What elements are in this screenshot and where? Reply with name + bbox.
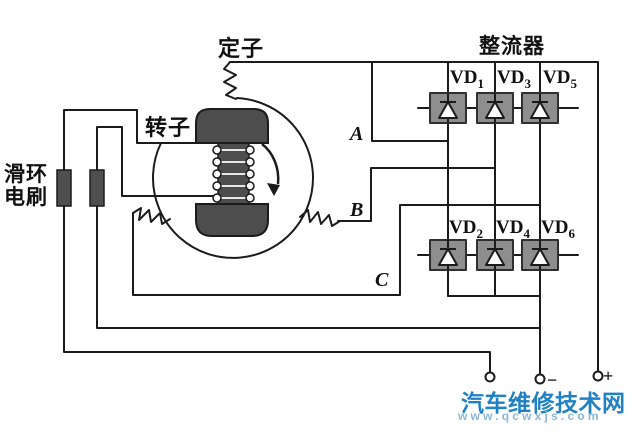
- diode-vd3-symbol: [476, 92, 514, 124]
- terminal-negative: [534, 373, 546, 385]
- diode-vd5-label: VD5: [543, 67, 577, 91]
- slip-ring-brush-label: 滑环电刷: [4, 163, 48, 209]
- wire-brush-right-to-rotor: [96, 126, 222, 197]
- negative-terminal-label: −: [547, 370, 558, 390]
- terminal-positive: [592, 370, 604, 382]
- stator-coil-a-zigzag: [223, 61, 237, 100]
- diode-vd2-symbol: [429, 239, 467, 271]
- rectifier-label: 整流器: [479, 34, 545, 58]
- brush-right: [89, 169, 105, 207]
- wire-phase-b: [337, 167, 496, 222]
- terminal-field: [484, 371, 496, 383]
- rotor-top-cap: [195, 108, 269, 144]
- diode-vd6-symbol: [521, 239, 559, 271]
- diode-vd1-symbol: [429, 92, 467, 124]
- rectifier-diodes: [429, 92, 559, 271]
- wire-brush-right-to-negative: [96, 205, 541, 329]
- rotation-arrow: [261, 143, 280, 196]
- stator-coil-c-zigzag: [132, 207, 171, 225]
- wire-top-bus: [229, 61, 599, 372]
- wire-phase-c: [132, 204, 541, 296]
- wire-brush-left-to-rotor: [63, 109, 222, 172]
- phase-b-label: B: [350, 199, 364, 221]
- watermark-site-url: www.qcwxjs.com: [458, 409, 602, 423]
- phase-a-label: A: [350, 123, 364, 145]
- diode-vd3-label: VD3: [497, 67, 531, 91]
- diode-vd6-label: VD6: [541, 217, 575, 241]
- stator-label: 定子: [218, 36, 265, 61]
- wire-brush-left-to-field-terminal: [63, 205, 491, 373]
- brush-label: 电刷: [4, 185, 48, 209]
- diode-vd2-label: VD2: [449, 217, 483, 241]
- rotor-assembly: [195, 108, 269, 237]
- rotor-label: 转子: [145, 115, 192, 140]
- stator-circle: [151, 97, 314, 259]
- diode-vd4-symbol: [476, 239, 514, 271]
- rotor-bottom-cap: [195, 203, 269, 237]
- stator-coil-b-zigzag: [299, 209, 341, 227]
- diode-vd5-symbol: [521, 92, 559, 124]
- slip-ring-label: 滑环: [4, 162, 48, 186]
- phase-c-label: C: [375, 269, 389, 291]
- watermark-site-name: 汽车维修技术网: [461, 390, 626, 416]
- rotor-winding-stripes: [218, 149, 249, 199]
- diode-vd4-label: VD4: [496, 217, 530, 241]
- rotor-winding-loops: [212, 145, 255, 203]
- brush-left: [56, 169, 72, 207]
- positive-terminal-label: +: [603, 366, 614, 386]
- wire-phase-a: [371, 61, 449, 142]
- diode-vd1-label: VD1: [450, 67, 484, 91]
